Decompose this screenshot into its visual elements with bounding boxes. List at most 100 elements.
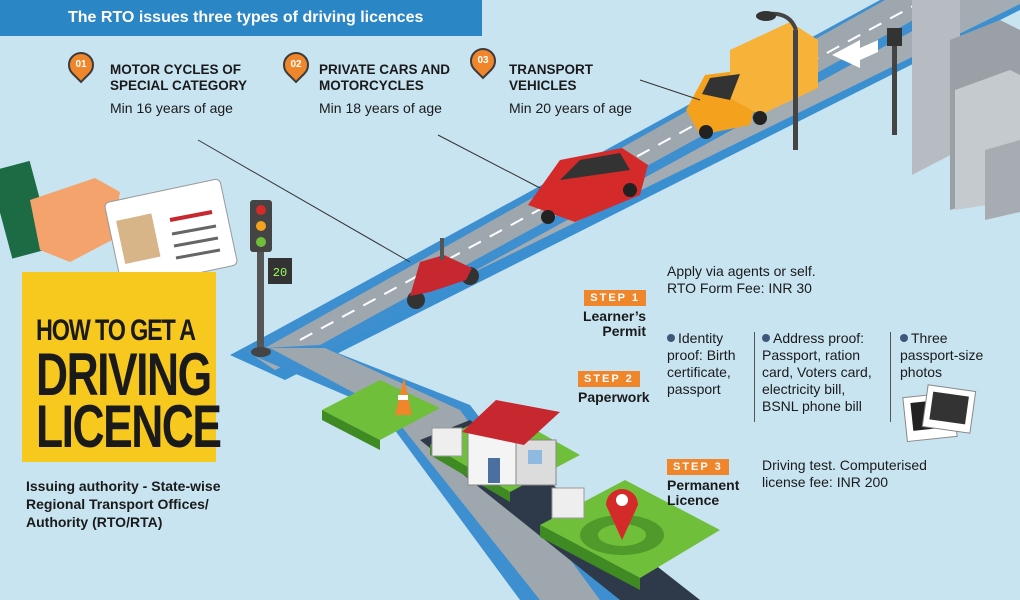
pointer-line-1 [197, 139, 411, 263]
category-1: 01 [62, 46, 100, 84]
barricade-2 [551, 487, 585, 519]
step-1-name-line2: Permit [602, 323, 646, 339]
traffic-light-red [256, 205, 266, 215]
licence-line-red [169, 210, 213, 222]
red-car-window [560, 153, 630, 180]
category-3-title-line2: VEHICLES [509, 78, 577, 93]
traffic-light-green [256, 237, 266, 247]
licence-line-2 [173, 236, 219, 248]
bullet-dot-icon [667, 334, 675, 342]
step-3-name-line1: Permanent [667, 477, 740, 493]
headline-line3: LICENCE [36, 393, 222, 460]
banner-title: The RTO issues three types of driving li… [68, 9, 424, 26]
headline-card: HOW TO GET A DRIVING LICENCE [22, 272, 222, 462]
category-2-age: Min 18 years of age [319, 100, 442, 116]
bullet-dot-icon [762, 334, 770, 342]
barricade-1 [431, 427, 463, 457]
category-2-text: PRIVATE CARS AND MOTORCYCLES Min 18 year… [319, 62, 489, 116]
step-2: STEP 2 Paperwork [578, 369, 658, 405]
house-door [488, 458, 500, 483]
street-lamp-2-head [887, 28, 902, 46]
doc-address-line5: BSNL phone bill [762, 398, 862, 414]
category-3-age: Min 20 years of age [509, 100, 632, 116]
location-pin-hole [616, 494, 628, 506]
step-1-description: Apply via agents or self. RTO Form Fee: … [667, 263, 887, 297]
speed-sign-text: 20 [273, 266, 287, 280]
truck-wheel [699, 125, 713, 139]
authority-line2: Regional Transport Offices/ [26, 496, 209, 512]
traffic-light-pole [257, 240, 264, 350]
doc-photos-line2: passport-size [900, 347, 984, 363]
traffic-cone-stripe [398, 395, 408, 400]
street-lamp-head [756, 11, 776, 21]
step-3-name-line2: Licence [667, 492, 720, 508]
traffic-light-base [251, 347, 271, 357]
red-car-wheel [541, 210, 555, 224]
street-lamp-pole [793, 30, 798, 150]
authority-line1: Issuing authority - State-wise [26, 478, 221, 494]
doc-identity-line2: proof: Birth [667, 347, 736, 363]
red-car-wheel-2 [623, 183, 637, 197]
step-1-name-line1: Learner’s [582, 308, 646, 324]
grass-tile-1 [322, 380, 440, 440]
doc-photos: Three passport-size photos [900, 330, 1015, 381]
truck-window [702, 74, 740, 100]
pointer-line-3 [639, 79, 701, 101]
divider-2 [890, 332, 891, 422]
headline-line1: HOW TO GET A [36, 314, 196, 347]
doc-identity-line3: certificate, [667, 364, 731, 380]
category-3-number: 03 [477, 55, 489, 66]
category-2-title-line2: MOTORCYCLES [319, 78, 424, 93]
category-1-number: 01 [75, 59, 87, 70]
street-lamp-2-pole [892, 40, 897, 135]
category-1-title-line2: SPECIAL CATEGORY [110, 78, 248, 93]
step-3-desc-line1: Driving test. Computerised [762, 457, 927, 473]
scooter-body [410, 255, 472, 296]
authority-line3: Authority (RTO/RTA) [26, 514, 163, 530]
step-3: STEP 3 Permanent Licence [667, 457, 757, 508]
building-1 [912, 0, 960, 175]
headline-line2: DRIVING [36, 341, 212, 408]
divider-1 [754, 332, 755, 422]
step-3-badge: STEP 3 [667, 459, 729, 475]
doc-address-line3: card, Voters card, [762, 364, 872, 380]
truck-wheel-2 [753, 111, 767, 125]
house-roof [462, 400, 560, 445]
pointer-line-2 [437, 134, 541, 189]
grass-tile-1-side [322, 410, 380, 450]
category-1-age: Min 16 years of age [110, 100, 233, 116]
lower-road-surface [270, 348, 600, 600]
doc-address-line1: Address proof: [773, 330, 865, 346]
speed-sign [268, 258, 292, 284]
photos-icon-2-inner [929, 391, 969, 425]
doc-address: Address proof: Passport, ration card, Vo… [762, 330, 890, 415]
step-2-name: Paperwork [578, 389, 650, 405]
category-1-text: MOTOR CYCLES OF SPECIAL CATEGORY Min 16 … [110, 62, 280, 116]
building-4 [985, 140, 1020, 220]
category-3-title-line1: TRANSPORT [509, 62, 593, 77]
licence-photo [116, 213, 161, 264]
location-pin [606, 489, 638, 540]
category-2-number: 02 [290, 59, 302, 70]
category-2-title-line1: PRIVATE CARS AND [319, 62, 451, 77]
category-2: 02 [277, 46, 315, 84]
doc-address-line2: Passport, ration [762, 347, 861, 363]
scooter-handle [440, 238, 444, 260]
doc-photos-line3: photos [900, 364, 943, 380]
step-1: STEP 1 Learner’s Permit [566, 288, 646, 339]
doc-photos-line1: Three [911, 330, 948, 346]
doc-identity-line1: Identity [678, 330, 724, 346]
category-1-title-line1: MOTOR CYCLES OF [110, 62, 242, 77]
road-arrow [832, 40, 878, 68]
licence-line-3 [175, 248, 221, 260]
grass-tile-3-side [540, 525, 640, 590]
house-window [528, 450, 542, 464]
issuing-authority: Issuing authority - State-wise Regional … [26, 477, 276, 531]
step-3-description: Driving test. Computerised license fee: … [762, 457, 1002, 491]
doc-address-line4: electricity bill, [762, 381, 846, 397]
bullet-dot-icon [900, 334, 908, 342]
step-3-desc-line2: license fee: INR 200 [762, 474, 889, 490]
traffic-light-amber [256, 221, 266, 231]
step-1-badge: STEP 1 [584, 290, 646, 306]
category-3: 03 [464, 42, 502, 80]
